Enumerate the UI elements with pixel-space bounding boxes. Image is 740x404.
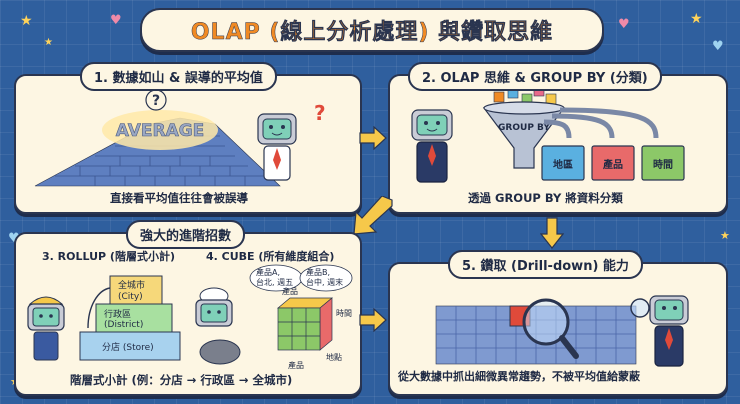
svg-text:產品B,: 產品B, — [306, 267, 330, 277]
robot-manager — [411, 109, 453, 183]
svg-text:台中, 週末: 台中, 週末 — [306, 277, 343, 287]
page-title: OLAP (線上分析處理) 與鑽取思維 — [190, 20, 554, 46]
heart-icon: ♥ — [712, 39, 724, 54]
sort-arrows — [543, 107, 659, 139]
heart-icon: ♥ — [110, 13, 122, 28]
panel-groupby-heading: 2. OLAP 思維 & GROUP BY (分類) — [408, 62, 662, 91]
svg-text:產品: 產品 — [602, 158, 623, 171]
panel-average-caption: 直接看平均值往往會被誤導 — [110, 191, 248, 205]
bin-product: 產品 — [591, 145, 635, 181]
svg-text:行政區: 行政區 — [104, 308, 131, 320]
svg-text:?: ? — [152, 93, 160, 109]
svg-text:台北, 週五: 台北, 週五 — [256, 277, 293, 287]
rollup-arrow — [87, 287, 111, 329]
magnifier-icon — [522, 298, 579, 359]
bin-time: 時間 — [641, 145, 685, 181]
rollup-city-level: 全城市 (City) — [109, 275, 163, 305]
robot-chef — [195, 287, 241, 365]
rollup-title: 3. ROLLUP (階層式小計) — [42, 250, 175, 263]
groupby-illustration: GROUP BY 地區 產品 時間 — [411, 86, 685, 183]
svg-text:(District): (District) — [104, 320, 143, 330]
heart-icon: ♥ — [8, 231, 20, 246]
svg-text:地點: 地點 — [326, 352, 342, 362]
panel-advanced-heading: 強大的進階招數 — [126, 220, 246, 249]
svg-text:時間: 時間 — [653, 158, 673, 171]
data-cubes-falling — [493, 86, 557, 105]
arrow-down-icon — [540, 217, 564, 249]
heart-icon: ♥ — [618, 17, 630, 32]
star-icon: ★ — [720, 229, 730, 242]
glow-burst — [102, 110, 218, 150]
svg-text:全城市: 全城市 — [118, 279, 145, 291]
title-banner: OLAP (線上分析處理) 與鑽取思維 — [140, 8, 604, 52]
svg-text:時間: 時間 — [336, 309, 352, 318]
star-icon: ★ — [20, 13, 33, 29]
cube-bubble: 產品B, 台中, 週末 — [299, 264, 353, 292]
average-label: AVERAGE — [116, 121, 205, 141]
arrow-down-left-icon — [353, 196, 393, 235]
data-cube — [277, 297, 333, 351]
rollup-store-level: 分店 (Store) — [79, 331, 181, 361]
svg-text:分店 (Store): 分店 (Store) — [102, 341, 154, 353]
panel-drilldown-caption: 從大數據中抓出細微異常趨勢，不被平均值給蒙蔽 — [398, 370, 640, 383]
svg-text:GROUP BY: GROUP BY — [498, 123, 550, 133]
data-mountain-illustration: AVERAGE ? ? — [34, 89, 326, 187]
svg-text:(City): (City) — [118, 292, 143, 302]
cube-illustration: 產品A, 台北, 週五 產品B, 台中, 週末 產品 時間 地點 產品 — [195, 264, 353, 370]
question-mark-icon: ? — [145, 89, 167, 111]
star-icon: ★ — [690, 11, 703, 27]
robot-analyst — [257, 113, 297, 181]
arrow-right-icon — [359, 126, 387, 150]
svg-text:產品: 產品 — [288, 360, 304, 370]
bin-region: 地區 — [541, 145, 585, 181]
robot-detective — [630, 295, 689, 367]
question-mark-icon: ? — [314, 101, 326, 125]
star-icon: ★ — [44, 37, 53, 48]
panel-average-heading: 1. 數據如山 & 誤導的平均值 — [80, 62, 277, 91]
panel-groupby-caption: 透過 GROUP BY 將資料分類 — [468, 191, 623, 205]
drilldown-illustration — [435, 295, 689, 367]
robot-worker — [27, 296, 65, 361]
panel-advanced-caption: 階層式小計 (例：分店 → 行政區 → 全城市) — [70, 373, 293, 387]
arrow-right-icon — [359, 308, 387, 332]
svg-text:產品A,: 產品A, — [256, 267, 280, 277]
svg-text:?: ? — [314, 101, 326, 125]
svg-text:地區: 地區 — [553, 158, 573, 171]
cube-title: 4. CUBE (所有維度組合) — [206, 250, 335, 263]
rollup-district-level: 行政區 (District) — [95, 303, 173, 333]
rollup-illustration: 分店 (Store) 行政區 (District) 全城市 (City) — [27, 275, 181, 361]
svg-text:產品: 產品 — [282, 286, 298, 296]
panel-drilldown-heading: 5. 鑽取 (Drill-down) 能力 — [448, 250, 643, 279]
